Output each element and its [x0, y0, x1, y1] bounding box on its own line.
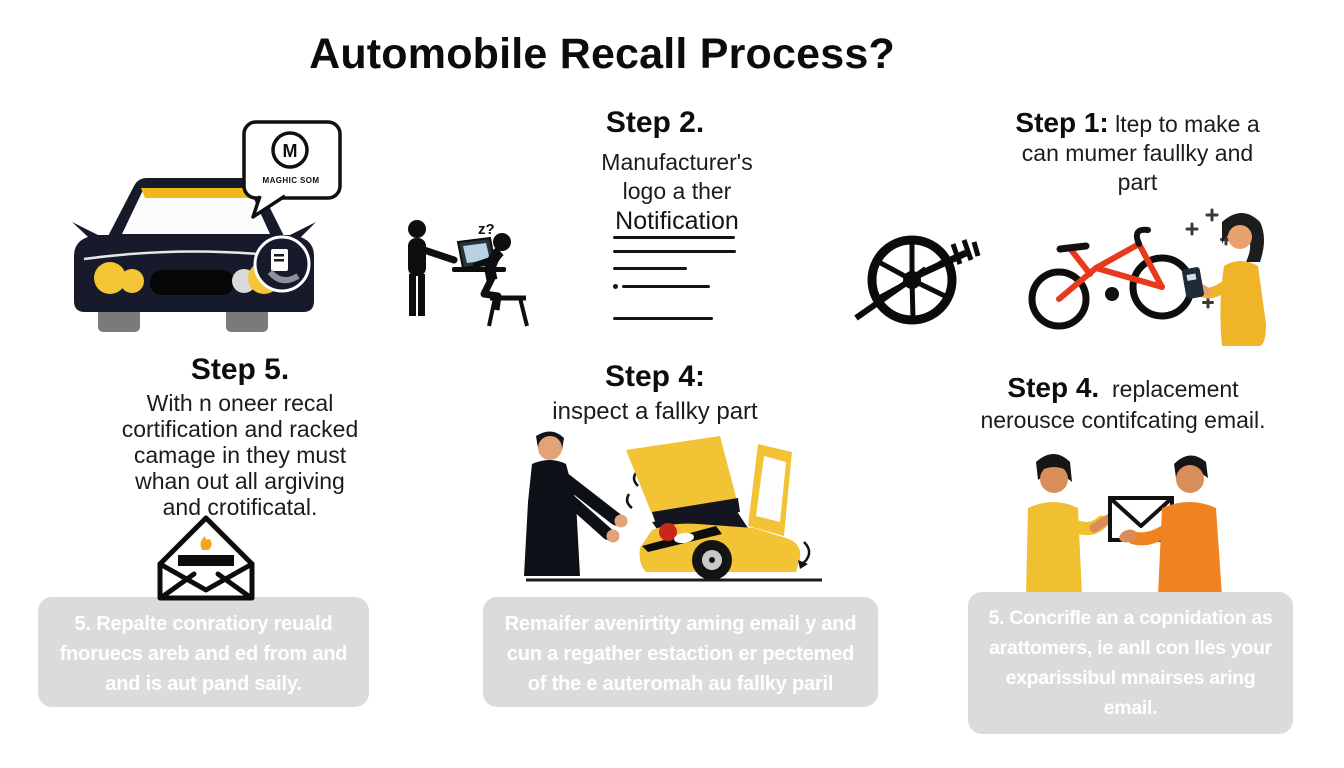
step5-line: whan out all argiving: [135, 468, 345, 494]
step2-heading: Step 2.: [605, 106, 705, 139]
step4-center-text: Step 4: inspect a fallky part: [505, 360, 805, 426]
doze-label: z?: [478, 221, 495, 238]
manufacturer-logo-letter: M: [283, 141, 298, 161]
page-title: Automobile Recall Process?: [309, 30, 895, 78]
step4-center-heading: Step 4:: [604, 360, 706, 393]
report-badge-icon: [253, 235, 311, 293]
owner-phone-icon: [1182, 213, 1266, 346]
step4-right-text: Step 4. replacement nerousce contifcatin…: [948, 372, 1298, 436]
step4-right-line: nerousce contifcating email.: [980, 407, 1266, 433]
step2-line: Manufacturer's: [601, 149, 753, 175]
step5-line: cortification and racked: [121, 416, 359, 442]
step4-center-subheading: inspect a fallky part: [552, 398, 758, 425]
step5-heading: Step 5.: [190, 353, 290, 386]
email-handoff-icon: [1026, 454, 1222, 596]
step1-line: can mumer faullky and: [1021, 140, 1254, 166]
inspection-icon: [524, 431, 822, 582]
step4-right-heading: Step 4.: [1007, 372, 1100, 403]
bicycle-owner-illustration: [1028, 208, 1266, 346]
manufacturer-logo-label: MAGHIC SOM: [263, 176, 320, 185]
callout-box-left: 5. Repalte conratiory reuald fnoruecs ar…: [38, 597, 369, 707]
notification-lines-icon: [613, 234, 743, 326]
step5-text: With n oneer recal cortification and rac…: [92, 390, 388, 520]
step4-right-line: replacement: [1112, 376, 1239, 402]
step2-line: logo a ther: [622, 178, 732, 204]
callout-line: fnoruecs areb and ed from and: [59, 643, 348, 665]
step5-line: and crotificatal.: [162, 494, 318, 520]
callout-line: Remaifer avenirtity aming email y and: [504, 613, 857, 635]
callout-box-right: 5. Concrifle an a copnidation as arattom…: [968, 592, 1293, 734]
callout-line: arattomers, ie anll con lles your: [989, 637, 1272, 659]
step1-text: Step 1: ltep to make a can mumer faullky…: [975, 108, 1300, 197]
support-desk-icon: z?: [408, 220, 529, 327]
callout-line: 5. Concrifle an a copnidation as: [988, 607, 1273, 629]
envelope-alert-icon: [157, 515, 255, 601]
callout-line: and is aut pand saily.: [105, 673, 302, 695]
callout-line: email.: [1103, 697, 1158, 719]
callout-line: cun a regather estaction er pectemed: [506, 643, 855, 665]
speech-bubble-icon: M MAGHIC SOM: [242, 120, 342, 219]
bicycle-icon: [1028, 226, 1195, 330]
car-front-icon: M MAGHIC SOM: [72, 120, 342, 332]
callout-line: of the e auteromah au fallky paril: [527, 673, 834, 695]
step2-subheading: Notification: [615, 207, 739, 235]
step1-heading: Step 1:: [1015, 107, 1109, 138]
callout-line: exparissibul mnairses aring: [1005, 667, 1256, 689]
step1-line: ltep to make a: [1115, 111, 1260, 137]
step2-text: Manufacturer's logo a ther Notification: [552, 148, 802, 236]
step1-line: part: [1117, 169, 1158, 195]
callout-box-center: Remaifer avenirtity aming email y and cu…: [483, 597, 878, 707]
wheel-tool-icon: [854, 235, 981, 325]
step5-line: camage in they must: [133, 442, 347, 468]
step5-line: With n oneer recal: [146, 390, 334, 416]
callout-line: 5. Repalte conratiory reuald: [74, 613, 333, 635]
